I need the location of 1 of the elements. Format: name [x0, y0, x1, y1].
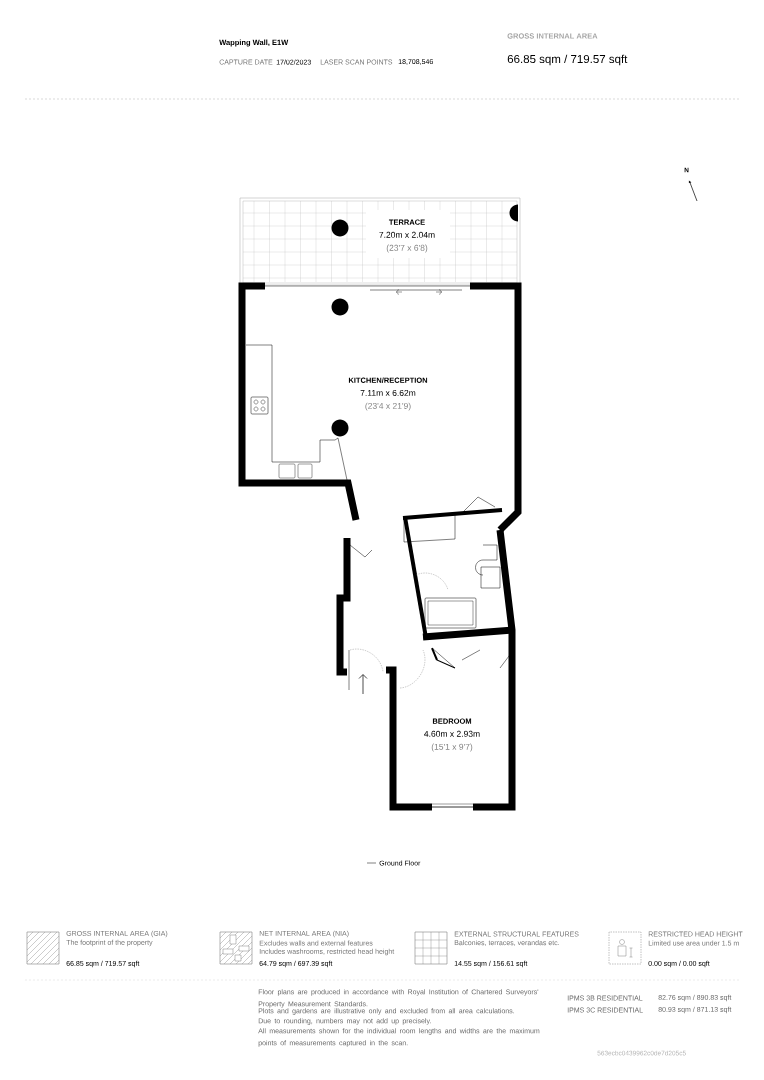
area-value: 66.85 sqm / 719.57 sqft	[507, 54, 628, 66]
